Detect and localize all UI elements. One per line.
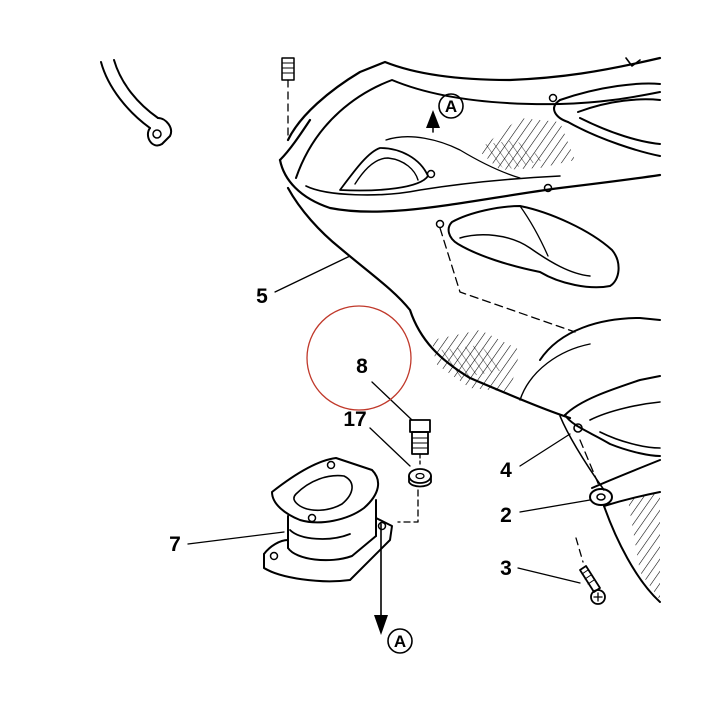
callout-2: 2 <box>500 504 512 527</box>
callout-4: 4 <box>500 459 512 482</box>
screw-part-8 <box>409 419 431 465</box>
marker-letter: A <box>445 97 457 116</box>
marker-letter: A <box>394 632 406 651</box>
leader-lines <box>187 255 591 584</box>
callout-7: 7 <box>169 533 181 556</box>
reference-arrows <box>374 110 440 635</box>
highlight-circle <box>306 305 412 411</box>
main-body-part <box>278 56 662 603</box>
callout-17: 17 <box>343 408 366 431</box>
textured-areas <box>432 118 660 600</box>
reference-marker-a-top: A <box>438 93 464 119</box>
bolt-part-3 <box>575 537 606 605</box>
callout-5: 5 <box>256 285 268 308</box>
washer-part-17 <box>397 468 432 523</box>
bushing-part-2 <box>589 488 613 506</box>
callout-3: 3 <box>500 557 512 580</box>
callout-8: 8 <box>356 355 368 378</box>
reference-marker-a-bottom: A <box>387 628 413 654</box>
top-stud <box>281 57 295 141</box>
duct-part-7 <box>263 457 393 583</box>
hose <box>100 59 172 147</box>
